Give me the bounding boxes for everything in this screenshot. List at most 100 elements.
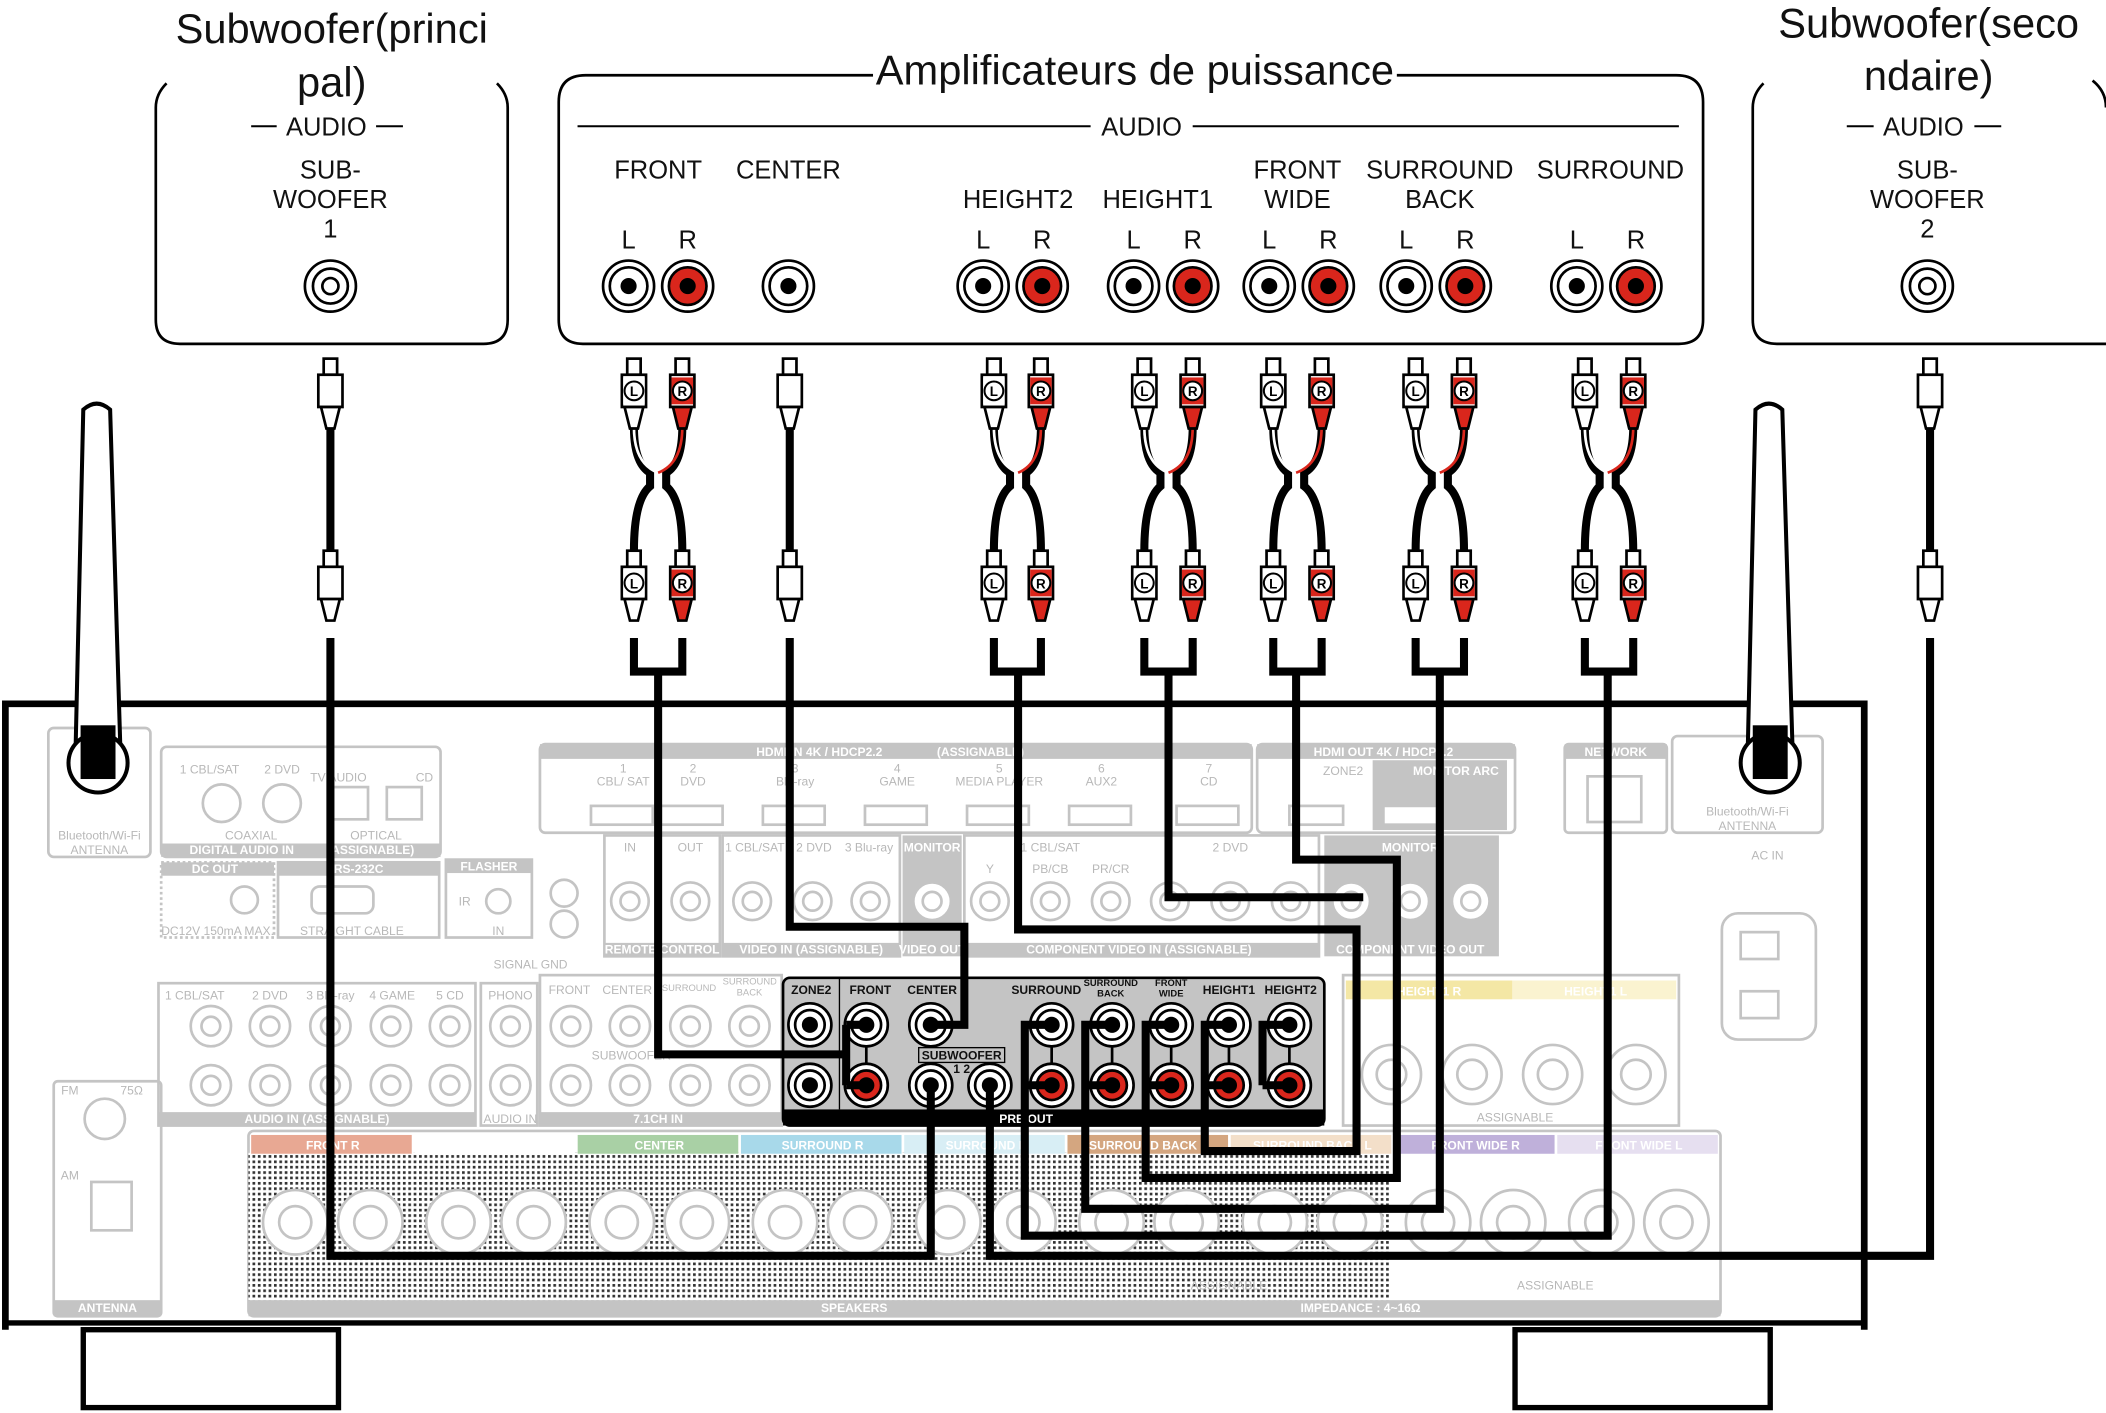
jack-pin [1627,278,1644,295]
remote-in-label: IN [624,841,636,855]
plug-label: R [1188,384,1198,399]
rs232c-port [310,885,375,915]
amp-right-label: R [1033,226,1051,254]
plug-label: L [1269,576,1277,591]
plug-boot [622,405,646,430]
front-route [654,671,867,1090]
hdmi-out-monitor-label: MONITOR ARC [1413,764,1499,778]
hdmi-out-label: HDMI OUT 4K / HDCP2.2 [1314,745,1454,759]
amp-right-input-jack [1015,259,1070,313]
plug-tip [322,549,339,569]
plug-boot [1181,405,1204,430]
ch71-col-surround-box: SURROUND [662,985,716,994]
hdmi-in-port [965,804,1031,827]
plug-label: L [990,576,998,591]
plug-body [1916,565,1944,601]
height-speaker-post-inner [1455,1058,1489,1091]
plug-tip [1265,549,1282,569]
cable-highlight [1167,427,1195,475]
audio-in-bar [158,1112,476,1126]
subwoofer-main-cable-bottom-plug [316,549,344,622]
flasher-in-label: IN [492,924,504,938]
plug-tip [1921,549,1939,569]
cable-highlight [1295,427,1323,475]
plug-tip [674,357,691,377]
jack-pin [975,278,992,295]
hdmi-in-port [863,804,929,827]
amp-right-input-jack [1438,259,1493,313]
audio-in-jack-inner [439,1074,461,1097]
amp-channel-label: WIDE [1264,186,1331,214]
dc-out-jack [229,885,260,915]
surround-back-top-r-plug: R [1450,357,1478,430]
ch71-col-label: CENTER [602,983,652,997]
remote-control-label: REMOTE CONTROL [605,943,720,957]
subwoofer-secondary-route [985,638,1935,1260]
hdmi-out-zone2-port [1288,804,1345,827]
speaker-post-inner [277,1204,313,1240]
coaxial-jack [261,783,303,824]
plug-body [776,373,804,409]
height-speaker-post-inner [1619,1058,1653,1091]
subwoofer-secondary-jack-label-2: WOOFER [1870,186,1985,214]
video-out-label: VIDEO OUT [899,943,966,957]
amp-channel-label: SURROUND [1537,157,1684,185]
plug-boot [1622,597,1645,622]
amp-channel-label: FRONT [1254,157,1342,185]
front-bottom-l-plug: L [620,549,648,622]
plug-boot [1310,405,1333,430]
subwoofer-secondary-jack-label-3: 2 [1920,216,1934,244]
video-jack-inner [979,890,1001,912]
plug-tip [1136,357,1153,377]
pre-out-surround-label: SURROUND [1011,983,1081,997]
subwoofer-main-audio: AUDIO [286,114,367,142]
plug-boot [1133,597,1156,622]
amp-channel-center: CENTER [736,157,841,313]
plug-label: R [1459,576,1469,591]
plug-boot [1404,405,1427,430]
digital-in-label: CD [416,771,434,785]
height2-route-b [1258,1020,1290,1090]
center-route [785,638,969,1029]
subwoofer-secondary-cable-bottom-plug [1916,549,1944,622]
phono-panel [479,981,539,1127]
audio-in-source-label: 4 GAME [369,988,415,1002]
plug-boot [319,597,342,622]
plug-badge [1182,572,1204,594]
plug-tip [1184,357,1201,377]
subwoofer-secondary-jack-label: SUB- [1897,157,1958,185]
component-col-label: PB/CB [1032,862,1068,876]
hdmi-in-name: GAME [879,775,915,789]
audio-in-jack-inner [200,1015,222,1037]
plug-tip [1625,549,1642,569]
speaker-band [1557,1134,1718,1154]
plug-tip [1313,357,1330,377]
hdmi-in-number: 1 [620,761,627,775]
amp-left-label: L [976,226,990,254]
ac-in-pin [1739,930,1780,961]
hdmi-in-name: CD [1200,775,1218,789]
height-assignable-label: ASSIGNABLE [1477,1111,1554,1125]
dc-out-label: DC OUT [192,862,239,876]
component-source-label: 1 CBL/SAT [1021,841,1081,855]
video-jack-inner [619,890,641,912]
audio-in-jack-inner [738,1015,761,1037]
digital-in-label: TV AUDIO [310,771,366,785]
surround-back-route [1081,671,1444,1213]
height1-top-r-plug: R [1179,357,1207,430]
plug-tip [625,549,643,569]
jack-pin [620,278,637,295]
speakers-label: SPEAKERS [821,1301,887,1315]
audio-in-jack-inner [619,1074,641,1097]
speaker-post-inner [516,1204,552,1240]
plug-body [776,565,804,601]
front-wide-bottom-l-plug: L [1259,549,1287,622]
plug-badge [1311,380,1333,402]
plug-label: L [1140,384,1148,399]
surround-route [1020,671,1612,1240]
hdmi-in-name: DVD [680,775,706,789]
optical-port [331,785,370,821]
